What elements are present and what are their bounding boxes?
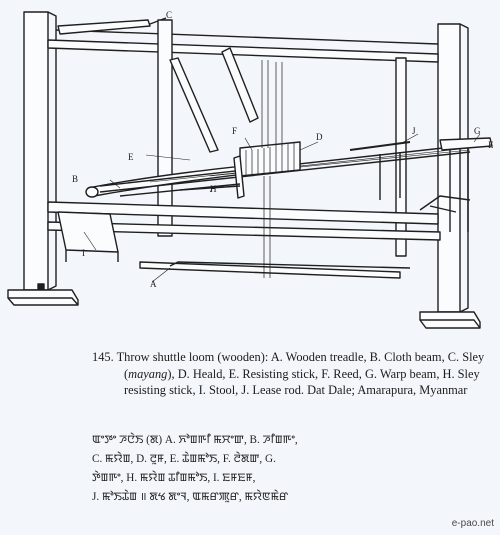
caption-text-end: ), D. Heald, E. Resisting stick, F. Reed…	[124, 366, 480, 398]
watermark: e-pao.net	[451, 518, 494, 529]
label-c: C	[166, 10, 172, 20]
caption-term: mayang	[128, 366, 168, 381]
label-b: B	[72, 174, 78, 184]
label-g: G	[474, 126, 481, 136]
script-caption: ꯑꯦꯇꯦ ꯍꯅꯥꯏ (ꯗ) A. ꯈꯣꯡꯒꯤ ꯃꯆꯦꯛ, B. ꯍꯤꯡꯒꯦ, C…	[92, 431, 477, 507]
caption-text-start: Throw shuttle loom (wooden): A. Wooden t…	[116, 350, 485, 381]
label-h: H	[210, 184, 217, 194]
script-line-2: C. ꯃꯌꯥꯡ, D. ꯂꯨꯝ, E. ꯊꯥꯡꯃꯣꯏ, F. ꯂꯥꯗꯛ, G.	[92, 453, 276, 465]
label-j: J	[412, 126, 416, 136]
figure-caption: 145. Throw shuttle loom (wooden): A. Woo…	[92, 349, 496, 399]
script-line-1: ꯑꯦꯇꯦ ꯍꯅꯥꯏ (ꯗ) A. ꯈꯣꯡꯒꯤ ꯃꯆꯦꯛ, B. ꯍꯤꯡꯒꯦ,	[92, 434, 298, 446]
loom-illustration: A B C D E E F G H I J	[7, 10, 494, 329]
label-e-left: E	[128, 152, 134, 162]
label-f: F	[232, 126, 237, 136]
script-line-3: ꯇꯥꯡꯒꯦ, H. ꯃꯌꯥꯡ ꯊꯤꯡꯃꯣꯏ, I. ꯐꯝꯐꯝ,	[92, 472, 256, 484]
label-a: A	[150, 279, 157, 289]
label-d: D	[316, 132, 323, 142]
label-e-right: E	[488, 140, 494, 150]
caption-number: 145.	[92, 350, 114, 364]
script-line-4: J. ꯃꯣꯏꯊꯥꯡ ॥ ꯗꯠ ꯗꯦꯜ, ꯑꯃꯔꯄꯨꯔ, ꯃꯌꯥꯟꯃꯥꯔ	[92, 491, 289, 503]
label-i: I	[82, 248, 85, 258]
